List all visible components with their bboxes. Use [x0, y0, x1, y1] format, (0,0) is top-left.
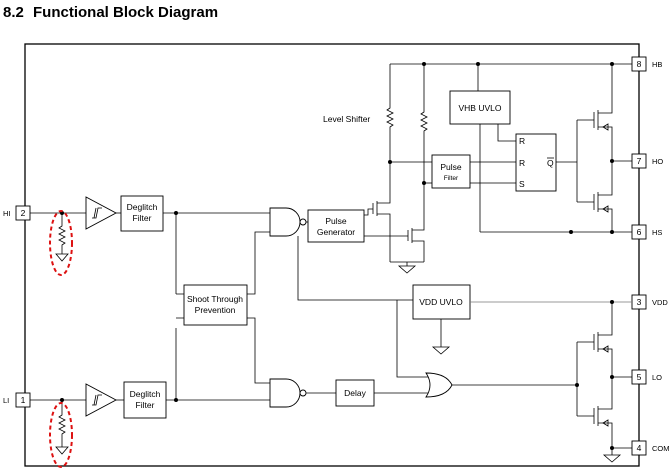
pulse-filter-line1: Pulse	[440, 162, 462, 172]
high-side-output-stage	[480, 64, 632, 234]
pin-vdd-label: VDD	[652, 298, 668, 307]
section-number: 8.2	[3, 4, 24, 21]
pin-li-label: LI	[3, 396, 9, 405]
pin-hb-number: 8	[637, 59, 642, 69]
pin-hs-number: 6	[637, 227, 642, 237]
nand-gate-hi	[269, 207, 308, 237]
deglitch-li-line2: Filter	[136, 400, 155, 410]
highlight-li-pulldown	[49, 402, 73, 468]
latch-r1: R	[519, 136, 525, 146]
vhb-uvlo-label: VHB UVLO	[459, 103, 502, 113]
vhb-uvlo: VHB UVLO	[449, 64, 516, 232]
ground-symbol	[55, 446, 69, 455]
schmitt-buffer-hi	[85, 196, 117, 230]
nand-gate-lo	[269, 378, 336, 408]
pin-vdd: 3 VDD	[631, 294, 668, 310]
latch-s: S	[519, 179, 525, 189]
chip-outline	[24, 43, 640, 467]
ground-symbol	[397, 265, 417, 274]
pulse-filter: Pulse Filter	[431, 154, 516, 189]
pin-ho-number: 7	[637, 156, 642, 166]
vdd-uvlo-label: VDD UVLO	[419, 297, 463, 307]
shoot-through-prevention-block: Shoot Through Prevention	[176, 231, 270, 384]
pin-com-number: 4	[637, 443, 642, 453]
vdd-uvlo: VDD UVLO	[396, 284, 632, 378]
pin-hi-number: 2	[21, 208, 26, 218]
deglitch-hi-line1: Deglitch	[127, 202, 158, 212]
pulse-generator: Pulse Generator	[307, 209, 365, 243]
pin-com: 4 COM	[631, 440, 670, 456]
deglitch-filter-hi	[120, 195, 164, 232]
pin-li-number: 1	[21, 395, 26, 405]
or-gate-lo	[425, 372, 577, 398]
pin-hi: 2 HI	[3, 205, 31, 221]
delay-block: Delay	[335, 379, 428, 407]
highlight-hi-pulldown	[49, 210, 73, 276]
pin-vdd-number: 3	[637, 297, 642, 307]
ground-symbol	[55, 253, 69, 262]
latch-r2: R	[519, 158, 525, 168]
wire	[297, 236, 413, 301]
level-shifter: Level Shifter	[323, 62, 632, 274]
shoot-through-line1: Shoot Through	[187, 294, 243, 304]
ground-symbol	[431, 346, 451, 355]
pin-hs-label: HS	[652, 228, 662, 237]
pin-hb-label: HB	[652, 60, 662, 69]
pin-hi-label: HI	[3, 209, 11, 218]
pulse-generator-line2: Generator	[317, 227, 355, 237]
deglitch-hi-line2: Filter	[133, 213, 152, 223]
section-title: Functional Block Diagram	[33, 4, 218, 21]
wire	[364, 208, 373, 216]
schmitt-buffer-li	[85, 383, 117, 417]
delay-label: Delay	[344, 388, 366, 398]
pulse-filter-line2: Filter	[444, 175, 459, 182]
pin-lo-label: LO	[652, 373, 662, 382]
low-side-output-stage	[575, 300, 632, 463]
deglitch-filter-li	[123, 381, 167, 419]
pin-lo-number: 5	[637, 372, 642, 382]
pin-ho: 7 HO	[631, 153, 663, 169]
pin-li: 1 LI	[3, 392, 31, 408]
latch-q: Q	[547, 158, 554, 168]
rs-latch: R R S Q	[515, 133, 577, 192]
hi-input-path: Deglitch Filter	[30, 195, 270, 294]
pin-lo: 5 LO	[631, 369, 662, 385]
pin-com-label: COM	[652, 444, 670, 453]
pulse-generator-line1: Pulse	[325, 216, 347, 226]
deglitch-li-line1: Deglitch	[130, 389, 161, 399]
pin-hs: 6 HS	[631, 224, 662, 240]
shoot-through-line2: Prevention	[195, 305, 236, 315]
level-shifter-label: Level Shifter	[323, 114, 370, 124]
pin-hb: 8 HB	[631, 56, 662, 72]
ground-symbol	[602, 454, 622, 463]
li-input-path: Deglitch Filter	[30, 328, 270, 468]
pin-ho-label: HO	[652, 157, 663, 166]
